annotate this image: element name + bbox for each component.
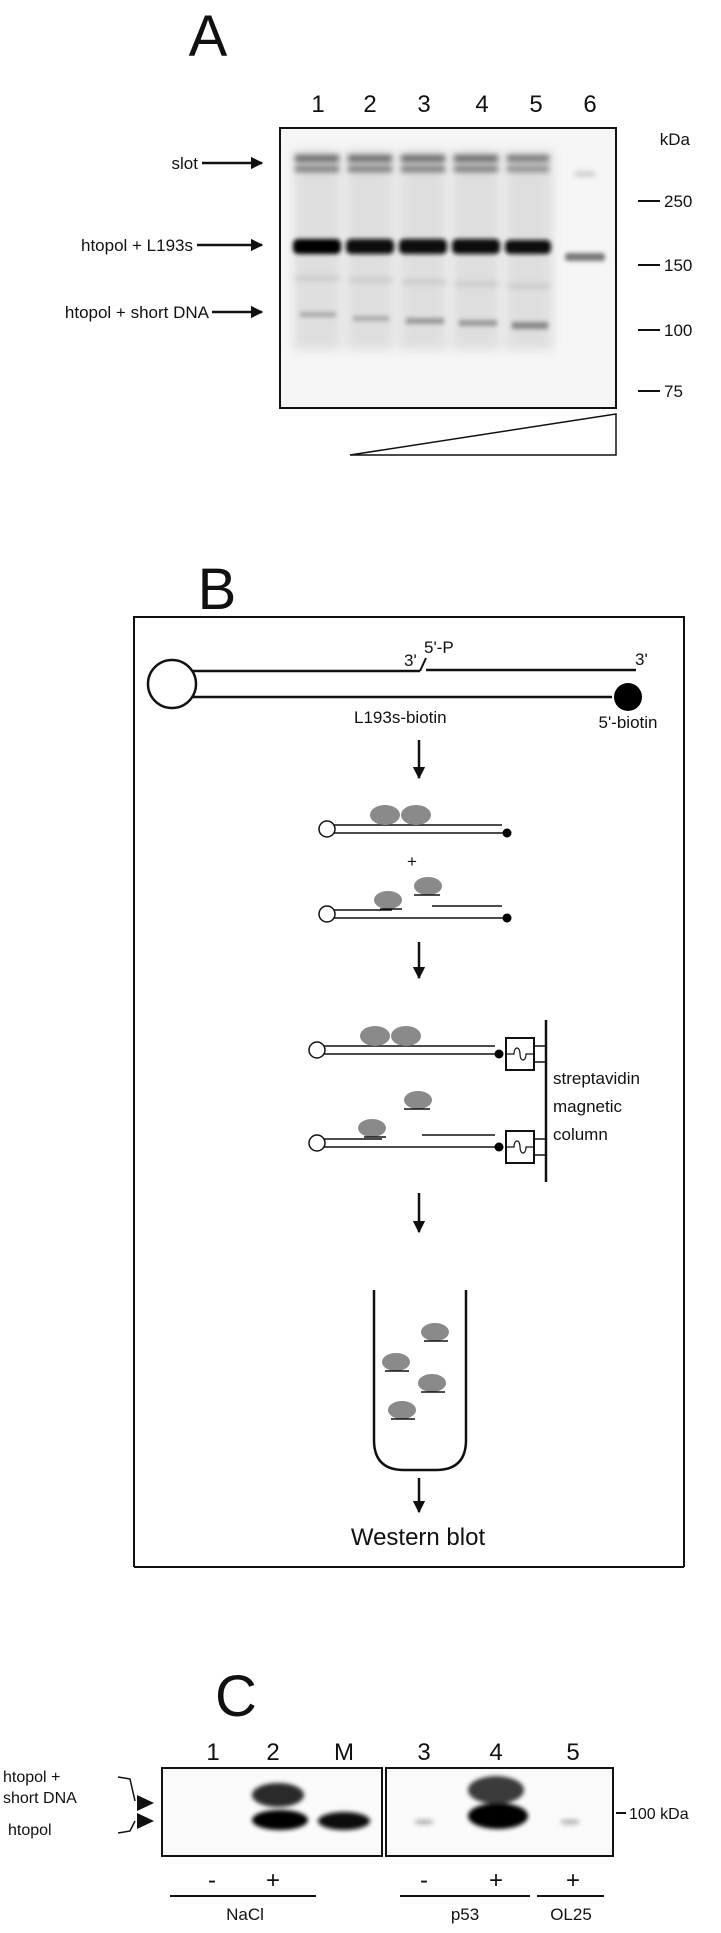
western-blot-label: Western blot [351, 1524, 486, 1551]
c-lane-m-label: M [334, 1739, 354, 1766]
c-label-htopol: htopol [8, 1822, 52, 1839]
lane-4-label: 4 [475, 91, 488, 118]
hairpin-substrate: 5'-P 3' 3' L193s-biotin 5'-biotin [146, 638, 658, 732]
five-biotin-label: 5'-biotin [598, 713, 657, 732]
lane-3-label: 3 [417, 91, 430, 118]
marker-150: 150 [664, 256, 692, 275]
three-right-label: 3' [635, 650, 648, 669]
three-top-label: 3' [404, 651, 417, 670]
column-bound-row [308, 1026, 546, 1071]
c-lane-2-label: 2 [266, 1739, 279, 1766]
marker-250: 250 [664, 192, 692, 211]
small-hairpin-loop [318, 820, 336, 838]
blot-right [385, 1767, 614, 1857]
protein-blob [421, 1323, 449, 1341]
small-biotin [502, 828, 512, 838]
faint-bands [296, 276, 550, 288]
protein-blob [388, 1401, 416, 1419]
protein-blob [360, 1026, 390, 1046]
c-label-complex-2: short DNA [3, 1790, 77, 1807]
column-label-2: magnetic [553, 1097, 622, 1116]
column-label-1: streptavidin [553, 1069, 640, 1088]
c-lane-5-label: 5 [566, 1739, 579, 1766]
panel-c: C 1 2 M 3 4 5 htopol + s [3, 1664, 689, 1924]
five-p-label: 5'-P [424, 638, 454, 657]
small-biotin [502, 913, 512, 923]
nick-mark [419, 657, 427, 672]
lane-2-label: 2 [363, 91, 376, 118]
protein-blob [370, 805, 400, 825]
c-arrow-htopol [137, 1813, 154, 1829]
slot-label: slot [172, 154, 199, 173]
protein-blob [404, 1091, 432, 1109]
c-marker-label: 100 kDa [629, 1806, 689, 1823]
small-hairpin-loop [308, 1041, 326, 1059]
column-cleaved-row [308, 1091, 546, 1164]
gel-a [279, 127, 617, 409]
small-hairpin-loop [308, 1134, 326, 1152]
protein-blob [414, 877, 442, 895]
column-label-3: column [553, 1125, 608, 1144]
protein-blob [374, 891, 402, 909]
c-bracket-top [117, 1776, 136, 1802]
complex-bands [293, 239, 605, 261]
concentration-wedge [349, 413, 617, 456]
c-arrow-complex [137, 1795, 154, 1811]
c-sign-4: + [489, 1867, 503, 1894]
marker-100: 100 [664, 321, 692, 340]
short-dna-bands [300, 312, 548, 329]
c-lane-3-label: 3 [417, 1739, 430, 1766]
c-bracket-bottom [117, 1820, 136, 1834]
c-group-p53: p53 [451, 1905, 479, 1924]
short-dna-label: htopol + short DNA [65, 303, 210, 322]
lane-6-label: 6 [583, 91, 596, 118]
panel-b: B 5'-P 3' 3' L193s-biotin 5'-biotin + [133, 557, 685, 1268]
plus-sign: + [407, 852, 417, 871]
c-group-nacl: NaCl [226, 1905, 264, 1924]
kda-unit: kDa [660, 130, 691, 149]
c-sign-3: - [420, 1867, 428, 1894]
collection-tube [372, 1290, 468, 1472]
c-group-ol25: OL25 [550, 1905, 592, 1924]
complex-label: htopol + L193s [81, 236, 193, 255]
blot-left [161, 1767, 383, 1857]
c-lane-1-label: 1 [206, 1739, 219, 1766]
blot-right-bands [414, 1776, 580, 1829]
substrate-label: L193s-biotin [354, 708, 447, 727]
c-label-complex-1: htopol + [3, 1769, 60, 1786]
panel-b-letter: B [198, 557, 237, 622]
hairpin-loop [146, 658, 198, 710]
small-biotin [494, 1049, 504, 1059]
lane-5-label: 5 [529, 91, 542, 118]
protein-blob [382, 1353, 410, 1371]
lane-1-label: 1 [311, 91, 324, 118]
c-sign-2: + [266, 1867, 280, 1894]
protein-blob [358, 1119, 386, 1137]
c-sign-5: + [566, 1867, 580, 1894]
blot-left-bands [252, 1783, 370, 1830]
small-biotin [494, 1142, 504, 1152]
streptavidin-pocket [506, 1047, 534, 1061]
panel-a: A 1 2 3 4 5 6 [65, 4, 692, 456]
small-hairpin-bound [318, 805, 512, 838]
protein-blob [418, 1374, 446, 1392]
panel-c-letter: C [215, 1664, 257, 1729]
protein-blob [401, 805, 431, 825]
slot-bands [295, 155, 595, 176]
small-hairpin-cleaved [318, 877, 512, 923]
biotin-bead [614, 683, 642, 711]
marker-75: 75 [664, 382, 683, 401]
panel-a-letter: A [189, 4, 228, 69]
protein-blob [391, 1026, 421, 1046]
c-sign-1: - [208, 1867, 216, 1894]
streptavidin-pocket [506, 1140, 534, 1154]
c-lane-4-label: 4 [489, 1739, 502, 1766]
small-hairpin-loop [318, 905, 336, 923]
